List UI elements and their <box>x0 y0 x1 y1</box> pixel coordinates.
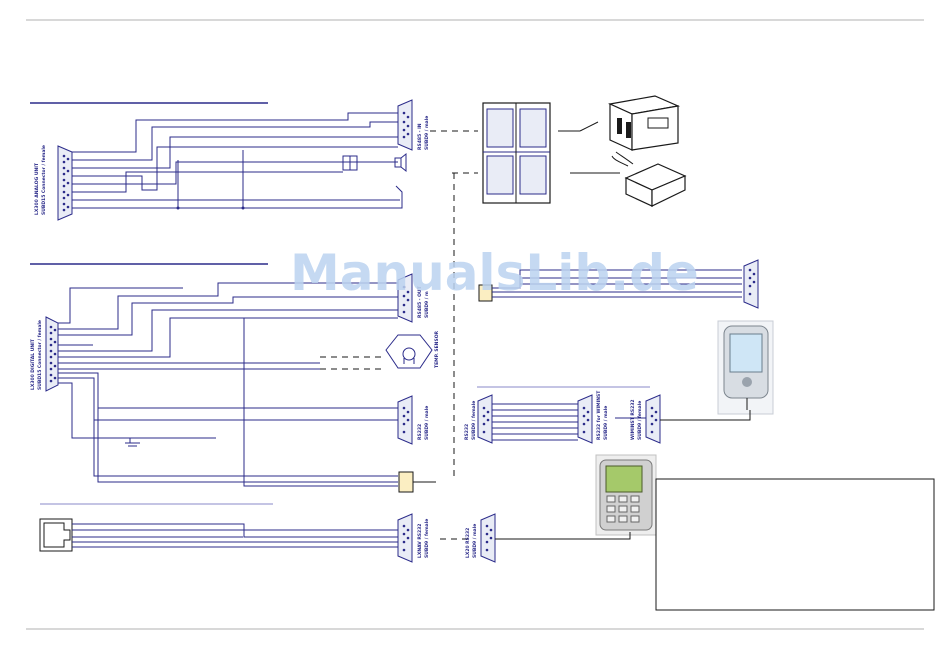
wiminst-rs232-connector <box>645 394 661 444</box>
rs232-wiminst-label-1: RS232 for WIMINST <box>596 390 602 440</box>
handheld-gps-device <box>595 454 657 536</box>
rs232-wiminst-label-2: SUBD9 / male <box>603 406 609 440</box>
lower-wires <box>72 523 398 548</box>
rs485-in-connector <box>397 99 413 151</box>
notes-frame <box>655 478 935 611</box>
rs485-out-connector <box>397 273 413 323</box>
gps-cable <box>495 532 631 540</box>
rs232-lower-label-1: RS232 <box>464 424 470 440</box>
pda-cable <box>660 410 751 421</box>
rs485-in-label-1: RS485 - IN <box>417 123 423 150</box>
rs232-lower-label-2: SUBD9 / female <box>471 401 477 440</box>
pda-device <box>717 320 774 415</box>
analog-unit-connector <box>57 145 73 221</box>
fuse-block <box>398 471 414 493</box>
right-wires <box>492 269 742 298</box>
wiminst-rs232-label-1: WIMINST RS232 <box>630 399 636 440</box>
temp-sensor <box>385 334 433 369</box>
wiminst-rs232-label-2: SUBD9 / female <box>637 401 643 440</box>
rs232-group-wires <box>492 403 578 441</box>
watermark: ManualsLib.de <box>290 244 699 302</box>
digital-wires <box>58 282 398 487</box>
rs485-out-label-2: SUBD9 / m <box>424 291 430 318</box>
vario-box-device <box>607 95 681 151</box>
right-subd-connector <box>743 259 759 309</box>
rj-socket <box>39 518 73 552</box>
box-connect-line <box>579 121 599 132</box>
lxnav-left-label-1: LXNAV RS232 <box>417 524 423 558</box>
digital-connector-label-2: SUBD15 Connector / female <box>37 320 43 390</box>
lxnav-rs232-right-connector <box>480 513 496 563</box>
analog-connector-label-2: SUBD15 Connector / female <box>41 145 47 215</box>
digital-unit-connector <box>45 316 59 392</box>
splitter-box <box>482 102 551 204</box>
rs232-mid-label-1: RS232 <box>417 424 423 440</box>
rs232-lower-connector <box>477 394 493 444</box>
lxnav-right-label-1: LX20 RS232 <box>465 528 471 558</box>
small-fuse <box>478 284 493 302</box>
lxnav-rs232-left-connector <box>397 513 413 563</box>
rs485-in-label-2: SUBD9 / male <box>424 116 430 150</box>
flat-sensor-device <box>611 151 687 207</box>
rs232-mid-label-2: SUBD9 / male <box>424 406 430 440</box>
rs485-out-label-1: RS485 - OUT <box>417 285 423 318</box>
rs232-mid-connector <box>397 395 413 445</box>
temp-sensor-label: TEMP. SENSOR <box>434 330 440 368</box>
analog-connector-label-1: LX300 ANALOG UNIT <box>34 162 40 215</box>
lxnav-right-label-2: SUBD9 / male <box>472 524 478 558</box>
rs232-wiminst-connector <box>577 394 593 444</box>
analog-wires <box>72 112 407 210</box>
digital-connector-label-1: LX300 DIGITAL UNIT <box>30 338 36 390</box>
lxnav-left-label-2: SUBD9 / female <box>424 519 430 558</box>
